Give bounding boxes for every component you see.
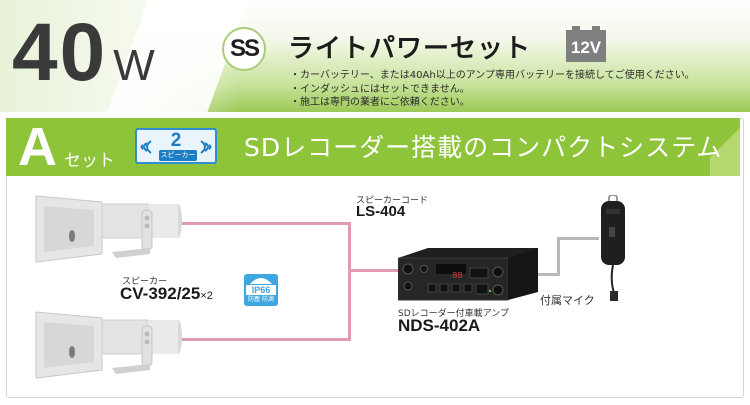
speaker-count-label: スピーカー (159, 150, 197, 161)
umbrella-icon (250, 278, 272, 284)
battery-icon: 12V (566, 26, 606, 62)
amplifier-image: 88 (398, 248, 538, 301)
speaker-model-number: CV-392/25 (120, 284, 201, 303)
speaker-model: CV-392/25×2 (120, 284, 213, 304)
speaker-category: スピーカー (122, 277, 168, 287)
microphone-image (601, 195, 625, 301)
cord-model: LS-404 (356, 203, 406, 220)
sound-wave-icon (140, 140, 152, 154)
speaker-wire-top (180, 222, 350, 225)
ip-rating: IP66 (246, 285, 276, 295)
mic-wire-h1 (532, 273, 560, 276)
speaker-wire-bottom (180, 338, 350, 341)
set-banner (6, 118, 740, 176)
battery-terminal (592, 26, 600, 31)
horn-speaker-image (35, 195, 182, 263)
speaker-quantity: ×2 (200, 290, 213, 302)
horn-speaker-image (35, 311, 182, 379)
note-item: ・カーバッテリー、または40Ah以上のアンプ専用バッテリーを接続してご使用くださ… (290, 70, 695, 81)
notes-list: ・カーバッテリー、または40Ah以上のアンプ専用バッテリーを接続してご使用くださ… (290, 69, 695, 110)
mic-wire-v (557, 237, 560, 276)
wattage-number: 40 (12, 7, 108, 98)
speaker-wire-to-amp (348, 269, 408, 272)
speaker-count: 2 (170, 130, 182, 151)
amp-display: 88 (452, 271, 463, 281)
amp-category: SDレコーダー付車載アンプ (398, 309, 510, 319)
battery-body (566, 30, 606, 62)
amp-model: NDS-402A (398, 316, 481, 335)
banner-corner-accent (710, 118, 740, 176)
ip-rating-sub: 防塵 防滴 (248, 296, 274, 303)
cord-category: スピーカーコード (356, 196, 429, 206)
note-item: ・施工は専門の業者にご依頼ください。 (290, 97, 470, 108)
battery-voltage-label: 12V (570, 38, 602, 57)
mic-wire-h2 (557, 237, 599, 240)
battery-terminal (572, 26, 580, 31)
set-title: SDレコーダー搭載のコンパクトシステム (244, 133, 723, 162)
ss-badge: SS (222, 27, 266, 71)
set-series-title: ライトパワーセット (288, 34, 532, 64)
set-letter: A (18, 117, 57, 177)
note-item: ・インダッシュにはセットできません。 (290, 83, 470, 95)
set-suffix: セット (64, 151, 115, 171)
sound-wave-icon (200, 140, 212, 154)
speaker-wire-trunk (348, 222, 351, 341)
mic-label: 付属マイク (540, 294, 595, 307)
wattage-unit: W (113, 41, 155, 90)
speaker-count-badge: 2 スピーカー (135, 128, 217, 164)
header-banner (0, 0, 750, 112)
ip66-badge: IP66 防塵 防滴 (244, 274, 278, 306)
